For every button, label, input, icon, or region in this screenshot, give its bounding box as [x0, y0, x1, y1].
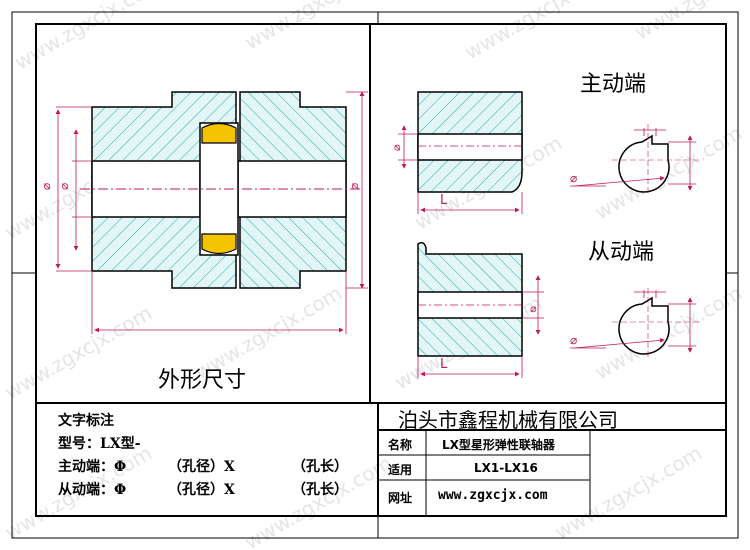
website-url[interactable]: www.zgxcjx.com [438, 488, 548, 503]
diameter-symbol: ⌀ [347, 183, 361, 190]
watermark-text: www.zgxcjx.com [461, 0, 617, 64]
driven-end-title: 从动端 [588, 240, 655, 265]
diameter-symbol: ⌀ [390, 144, 403, 151]
diameter-symbol: ⌀ [57, 183, 71, 190]
outline-view: ⌀ ⌀ ⌀ [39, 91, 368, 334]
driving-keyway-circle [618, 134, 670, 193]
title-row-label: 网址 [388, 491, 413, 505]
diameter-symbol: ⌀ [39, 183, 53, 190]
diameter-symbol: ⌀ [570, 333, 577, 347]
model-label: 型号：LX型- [58, 436, 141, 452]
title-row-label: 适用 [388, 463, 413, 477]
elastic-element-bottom [201, 233, 237, 255]
inner-frame [35, 23, 727, 517]
driving-spec-label: 主动端：Φ [58, 459, 127, 475]
watermark-text: www.zgxcjx.com [241, 0, 397, 54]
driven-spec-label: 从动端：Φ [58, 482, 127, 498]
title-row-value: LX1-LX16 [474, 461, 538, 475]
watermark-text: www.zgxcjx.com [631, 0, 750, 44]
title-row-value: LX型星形弹性联轴器 [442, 438, 555, 452]
driven-spec-bore: （孔径）X [168, 482, 235, 498]
diameter-symbol: ⌀ [570, 171, 577, 185]
outer-frame [11, 11, 739, 539]
driven-keyway-circle [618, 296, 670, 355]
driving-hub-bore [417, 133, 523, 161]
elastic-element-top [201, 122, 237, 144]
watermark-text: www.zgxcjx.com [1, 301, 157, 405]
driven-circle-leader [573, 337, 665, 349]
watermark-text: www.zgxcjx.com [551, 441, 707, 545]
watermark-text: www.zgxcjx.com [11, 0, 167, 74]
title-row-label: 名称 [388, 438, 413, 452]
driving-circle-leader [573, 175, 665, 187]
length-symbol: L [440, 357, 448, 372]
annotation-heading: 文字标注 [58, 413, 114, 429]
driven-end-view: ⌀ L ⌀ [417, 241, 700, 378]
driving-end-title: 主动端 [580, 72, 647, 97]
driving-end-view: ⌀ L ⌀ [390, 91, 700, 214]
driving-spec-bore: （孔径）X [168, 459, 235, 475]
title-block-grid [377, 403, 726, 516]
outline-view-title: 外形尺寸 [158, 368, 247, 393]
diameter-symbol: ⌀ [530, 302, 537, 315]
length-symbol: L [440, 193, 448, 208]
driven-spec-length: （孔长） [292, 482, 348, 498]
company-name: 泊头市鑫程机械有限公司 [398, 408, 618, 432]
driving-spec-length: （孔长） [292, 459, 348, 475]
left-bore [91, 160, 201, 218]
